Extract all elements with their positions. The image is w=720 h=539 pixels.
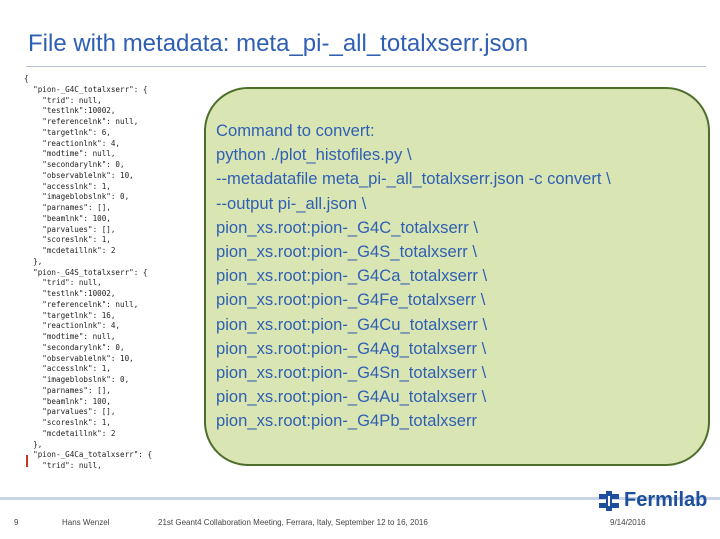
code-line: "secondarylnk": 0, xyxy=(24,160,125,169)
callout-line: pion_xs.root:pion-_G4S_totalxserr \ xyxy=(216,242,478,262)
code-cursor-marker xyxy=(26,455,28,467)
callout-line: pion_xs.root:pion-_G4Cu_totalxserr \ xyxy=(216,314,488,334)
code-line: "modtime": null, xyxy=(24,149,116,159)
footer-meeting: 21st Geant4 Collaboration Meeting, Ferra… xyxy=(158,518,428,527)
code-line: "testlnk":10002, xyxy=(24,289,116,298)
footer-page-number: 9 xyxy=(14,518,19,527)
callout-line: pion_xs.root:pion-_G4Au_totalxserr \ xyxy=(216,387,487,407)
slide-title: File with metadata: meta_pi-_all_totalxs… xyxy=(28,30,529,57)
code-line: "trid": null, xyxy=(24,95,102,105)
code-line: }, xyxy=(24,256,43,266)
callout-line: python ./plot_histofiles.py \ xyxy=(216,145,412,165)
code-line: "beamlnk": 100, xyxy=(24,396,111,406)
code-line: "parnames": [], xyxy=(24,385,111,395)
code-line: "reactionlnk": 4, xyxy=(24,321,121,331)
code-line: "observablelnk": 10, xyxy=(24,170,134,180)
code-line: { xyxy=(24,74,29,83)
callout-line: --metadatafile meta_pi-_all_totalxserr.j… xyxy=(216,169,611,189)
code-line: "trid": null, xyxy=(24,278,102,288)
code-line: "modtime": null, xyxy=(24,332,116,341)
callout-line: pion_xs.root:pion-_G4Ca_totalxserr \ xyxy=(216,266,488,286)
title-divider xyxy=(26,66,706,67)
code-line: "referencelnk": null, xyxy=(24,299,139,309)
code-line: "observablelnk": 10, xyxy=(24,353,134,363)
callout-line: --output pi-_all.json \ xyxy=(216,193,367,213)
code-line: "referencelnk": null, xyxy=(24,117,139,126)
code-line: "parvalues": [], xyxy=(24,224,116,234)
json-code-block: { "pion-_G4C_totalxserr": { "trid": null… xyxy=(24,74,224,500)
code-line: "pion-_G4Ca_totalxserr": { xyxy=(24,450,153,460)
code-line: "parnames": [], xyxy=(24,203,111,212)
code-line: "pion-_G4S_totalxserr": { xyxy=(24,267,148,277)
fermilab-logo: Fermilab xyxy=(598,489,707,512)
code-line: }, xyxy=(24,439,43,449)
code-line: "scoreslnk": 1, xyxy=(24,418,111,427)
code-line: "reactionlnk": 4, xyxy=(24,138,121,148)
code-line: "targetlnk": 6, xyxy=(24,127,111,137)
callout-line: pion_xs.root:pion-_G4Fe_totalxserr \ xyxy=(216,290,486,310)
code-line: "testlnk":10002, xyxy=(24,106,116,116)
code-line: "pion-_G4C_totalxserr": { xyxy=(24,84,148,94)
callout-line: pion_xs.root:pion-_G4Pb_totalxserr xyxy=(216,411,478,431)
code-line: "imageblobslnk": 0, xyxy=(24,375,130,384)
code-line: "mcdetaillnk": 2 xyxy=(24,246,116,255)
code-line: "secondarylnk": 0, xyxy=(24,342,125,352)
fermilab-logo-icon xyxy=(599,490,619,511)
code-line: "parvalues": [], xyxy=(24,407,116,417)
callout-line: Command to convert: xyxy=(216,121,375,140)
footer-date: 9/14/2016 xyxy=(610,518,646,527)
code-line: "scoreslnk": 1, xyxy=(24,235,111,245)
code-line: "mcdetaillnk": 2 xyxy=(24,428,116,438)
callout-line: pion_xs.root:pion-_G4Ag_totalxserr \ xyxy=(216,338,487,358)
code-line: "accesslnk": 1, xyxy=(24,181,111,191)
footer-author: Hans Wenzel xyxy=(62,518,110,527)
code-line: "accesslnk": 1, xyxy=(24,364,111,374)
callout-line: pion_xs.root:pion-_G4Sn_totalxserr \ xyxy=(216,363,487,383)
code-line: "beamlnk": 100, xyxy=(24,213,111,223)
footer-divider xyxy=(0,497,720,500)
callout-line: pion_xs.root:pion-_G4C_totalxserr \ xyxy=(216,217,478,237)
code-line: "targetlnk": 16, xyxy=(24,310,116,320)
command-callout: Command to convert: python ./plot_histofi… xyxy=(204,87,710,466)
fermilab-logo-text: Fermilab xyxy=(624,489,708,511)
code-line: "trid": null, xyxy=(24,461,102,470)
code-line: "imageblobslnk": 0, xyxy=(24,192,130,202)
